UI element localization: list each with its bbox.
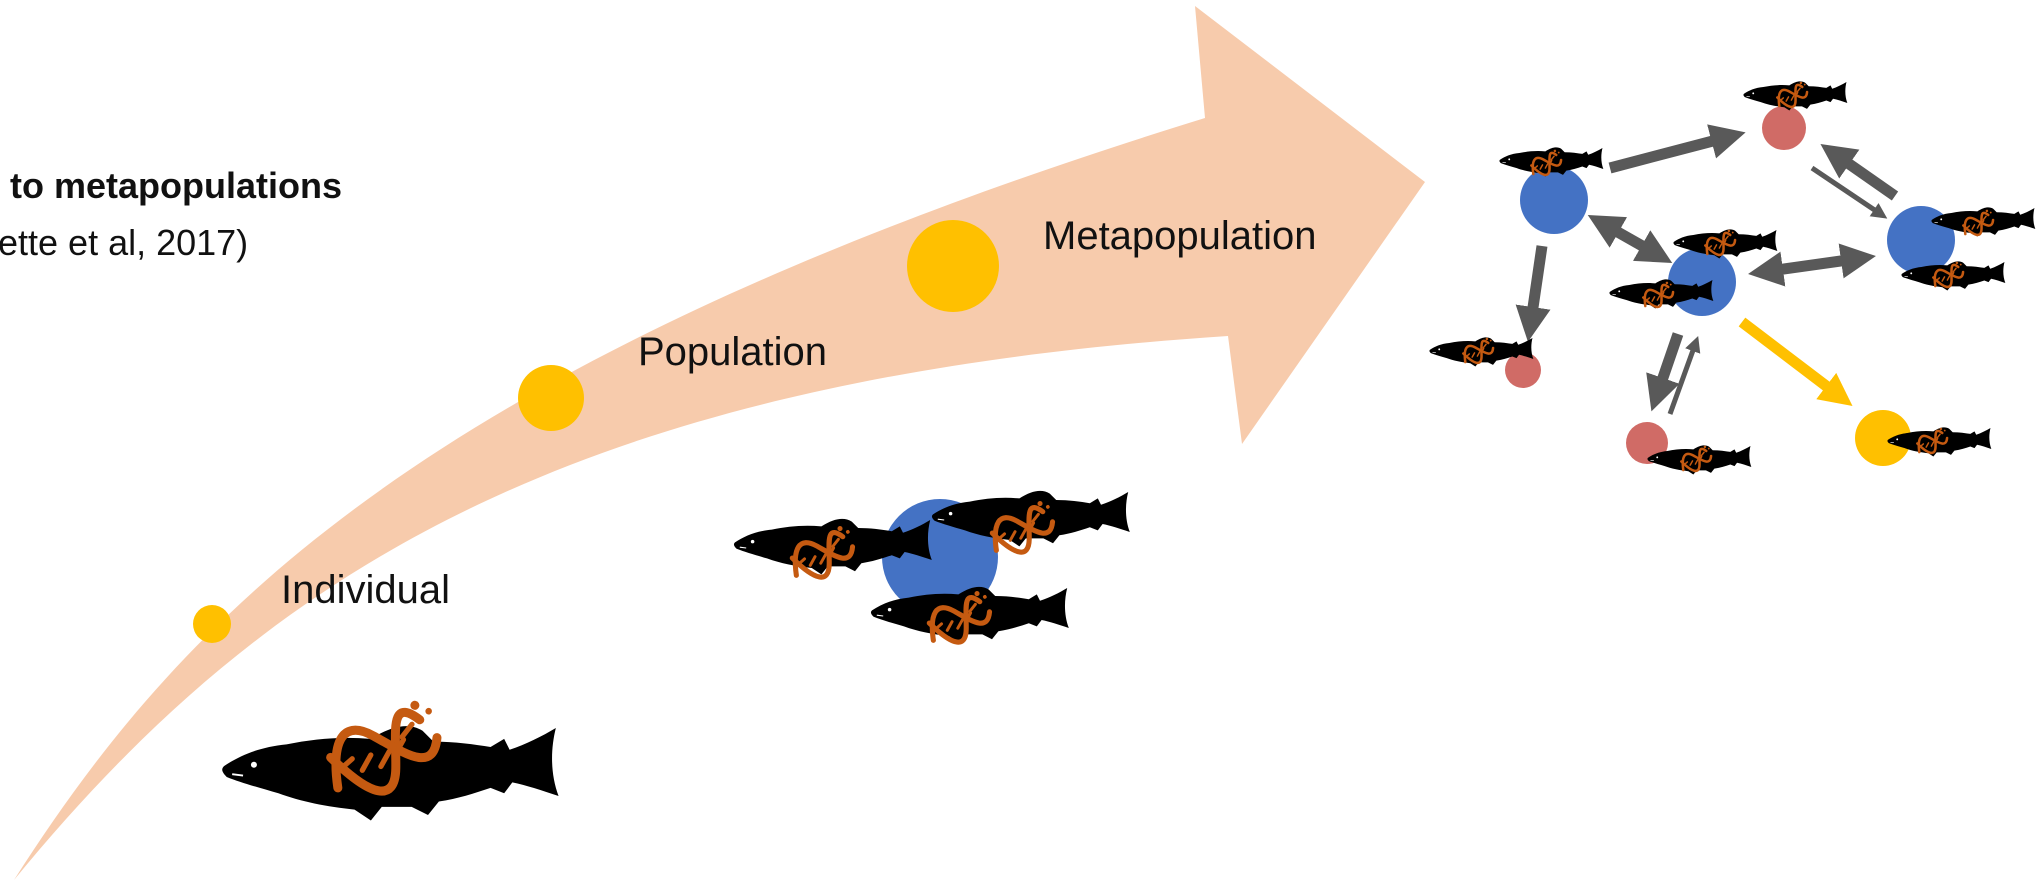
new-population-node [1855, 410, 1911, 466]
stage-label-metapopulation: Metapopulation [1043, 214, 1317, 258]
stage-label-individual: Individual [281, 568, 450, 612]
stage-dot-metapopulation [907, 220, 999, 312]
migration-arrow [1587, 215, 1673, 263]
progression-arrow [14, 6, 1425, 880]
migration-arrow [1810, 165, 1888, 219]
migration-arrow [1646, 332, 1684, 412]
stage-label-population: Population [638, 330, 827, 374]
migration-arrows [1515, 124, 1899, 412]
large-population-node [1520, 166, 1588, 234]
colonization-arrow [1738, 317, 1853, 406]
migration-arrow [1515, 245, 1551, 342]
migration-arrow [1608, 124, 1746, 174]
small-population-node [1505, 352, 1541, 388]
citation: ette et al, 2017) [0, 222, 248, 263]
migration-arrow [1748, 243, 1876, 287]
stage-dot-individual [193, 605, 231, 643]
stage-dot-population [518, 365, 584, 431]
migration-arrow [1667, 335, 1701, 415]
large-population-node [1668, 248, 1736, 316]
small-population-node [1762, 106, 1806, 150]
migration-arrows-thin [1667, 165, 1888, 415]
diagram-title: to metapopulations [10, 165, 342, 206]
migration-arrow [1820, 143, 1899, 201]
